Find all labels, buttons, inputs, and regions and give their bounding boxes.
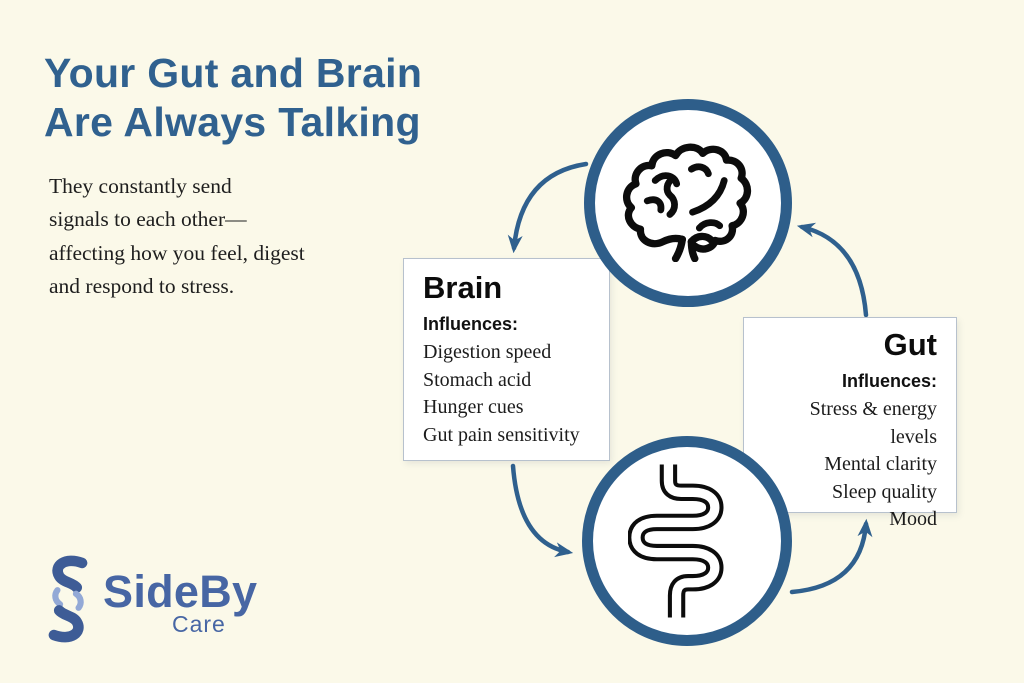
brand-logo: SideBy Care — [46, 552, 326, 647]
brain-card-subtitle: Influences: — [423, 314, 519, 335]
intestine-icon — [628, 464, 724, 618]
list-item: Stress & energy levels — [809, 398, 937, 448]
brain-card-items: Digestion speed Stomach acid Hunger cues… — [423, 339, 593, 449]
arrow-gut-to-gutcard — [789, 518, 873, 595]
arrow-brain-to-braincard — [507, 161, 589, 254]
intro-line: signals to each other— — [49, 207, 247, 232]
brain-card-title: Brain — [423, 270, 503, 305]
brain-node — [584, 99, 792, 307]
gut-card-items: Stress & energy levels Mental clarity Sl… — [758, 396, 937, 534]
logo-subtitle: Care — [172, 611, 226, 637]
gut-node — [582, 436, 792, 646]
gut-card-title: Gut — [883, 327, 937, 362]
list-item: Stomach acid — [423, 368, 532, 391]
intro-line: They constantly send — [49, 174, 232, 198]
intro-paragraph: They constantly send signals to each oth… — [49, 170, 305, 304]
logo-name: SideBy — [103, 566, 258, 617]
intro-line: and respond to stress. — [49, 274, 235, 299]
list-item: Sleep quality — [832, 480, 937, 503]
brain-icon — [622, 143, 752, 262]
title-line-2: Are Always Talking — [44, 99, 421, 145]
brain-card: Brain Influences: Digestion speed Stomac… — [403, 258, 610, 461]
list-item: Digestion speed — [423, 341, 552, 364]
list-item: Hunger cues — [423, 396, 524, 419]
arrow-gutcard-to-brain — [796, 222, 869, 318]
title-line-1: Your Gut and Brain — [44, 50, 423, 96]
gut-card: Gut Influences: Stress & energy levels M… — [743, 317, 957, 530]
gut-card-subtitle: Influences: — [841, 371, 937, 392]
intro-line: affecting how you feel, digest — [49, 240, 305, 265]
list-item: Mental clarity — [824, 453, 937, 476]
page-title: Your Gut and Brain Are Always Talking — [44, 49, 422, 147]
list-item: Mood — [889, 508, 937, 531]
arrow-braincard-to-gut — [510, 463, 574, 558]
list-item: Gut pain sensitivity — [423, 423, 580, 446]
logo-swoosh-icon — [48, 555, 88, 643]
